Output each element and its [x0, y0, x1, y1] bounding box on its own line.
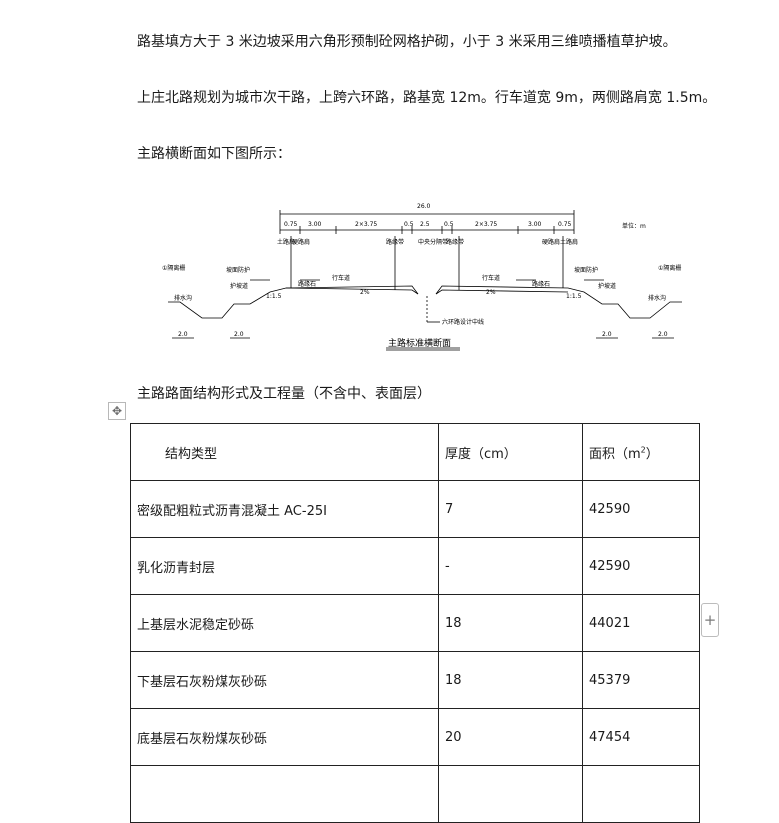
fig-strip-right: 路缘带	[446, 238, 464, 246]
cell-type[interactable]: 下基层石灰粉煤灰砂砾	[130, 651, 439, 709]
table-row: 底基层石灰粉煤灰砂砾 20 47454	[130, 708, 700, 766]
cell-area[interactable]: 42590	[582, 537, 700, 595]
fig-hard-left: 硬路肩	[292, 238, 310, 246]
fig-slope-left: 坡面防护	[226, 266, 250, 274]
fig-dim-6: 0.5	[444, 221, 454, 228]
header-area[interactable]: 面积（m2）	[582, 423, 700, 481]
fig-hard-right: 硬路肩	[542, 238, 560, 246]
cell-type[interactable]: 底基层石灰粉煤灰砂砾	[130, 708, 439, 766]
table-caption: 主路路面结构形式及工程量（不含中、表面层）	[137, 386, 431, 402]
cell-type[interactable]	[130, 765, 439, 823]
fig-dim-1: 0.75	[284, 221, 298, 228]
fig-grade-left: 2%	[360, 289, 370, 296]
table-move-handle-icon[interactable]: ✥	[108, 402, 126, 420]
fig-shoulder-left: 土路肩	[277, 238, 295, 246]
header-area-sup: 2	[640, 445, 646, 455]
fig-grade-right: 2%	[486, 289, 496, 296]
fig-lane-left: 行车道	[332, 274, 350, 282]
cell-thickness[interactable]	[438, 765, 583, 823]
fig-dim-3: 2×3.75	[355, 221, 377, 228]
fig-total-width: 26.0	[417, 203, 431, 210]
cell-area[interactable]: 47454	[582, 708, 700, 766]
table-row: 密级配粗粒式沥青混凝土 AC-25Ⅰ 7 42590	[130, 480, 700, 538]
fig-curb-left: 路缘石	[298, 280, 316, 288]
cell-thickness[interactable]: 7	[438, 480, 583, 538]
cell-type[interactable]: 上基层水泥稳定砂砾	[130, 594, 439, 652]
fig-dim-7: 2×3.75	[475, 221, 497, 228]
cell-type[interactable]: 密级配粗粒式沥青混凝土 AC-25Ⅰ	[130, 480, 439, 538]
cross-section-figure: 26.0 0.75 3.00 2×3.75 0.5 2.5 0.5 2×3.75…	[162, 203, 682, 351]
fig-dim-8: 3.00	[528, 221, 542, 228]
header-thickness[interactable]: 厚度（cm）	[438, 423, 583, 481]
header-area-close: ）	[645, 446, 659, 462]
cell-thickness[interactable]: -	[438, 537, 583, 595]
header-structure-type[interactable]: 结构类型	[130, 423, 439, 481]
cell-type[interactable]: 乳化沥青封层	[130, 537, 439, 595]
fig-median: 中央分隔带	[418, 238, 448, 246]
fig-unit-note: 单位：m	[622, 222, 646, 230]
fig-bottom-dim-4: 2.0	[658, 331, 668, 338]
fig-dim-4: 0.5	[404, 221, 414, 228]
table-row: 上基层水泥稳定砂砾 18 44021	[130, 594, 700, 652]
fig-fence-right: ①隔离栅	[658, 264, 681, 272]
table-row	[130, 765, 700, 823]
fig-ditch-left: 排水沟	[174, 294, 192, 302]
cell-thickness[interactable]: 18	[438, 594, 583, 652]
fig-dim-9: 0.75	[558, 221, 572, 228]
fig-ratio-right: 1:1.5	[566, 293, 582, 300]
table-header-row: 结构类型 厚度（cm） 面积（m2）	[130, 423, 700, 481]
fig-dim-2: 3.00	[308, 221, 322, 228]
fig-ratio-left: 1:1.5	[266, 293, 282, 300]
fig-bottom-dim-1: 2.0	[178, 331, 188, 338]
fig-dim-5: 2.5	[420, 221, 430, 228]
fig-centerline: 六环路设计中线	[442, 318, 484, 326]
fig-lane-right: 行车道	[482, 274, 500, 282]
add-column-button[interactable]: +	[701, 603, 719, 637]
cell-thickness[interactable]: 18	[438, 651, 583, 709]
fig-curb-right: 路缘石	[532, 280, 550, 288]
fig-strip-left: 路缘带	[386, 238, 404, 246]
cell-area[interactable]: 42590	[582, 480, 700, 538]
paragraph-road-width: 上庄北路规划为城市次干路，上跨六环路，路基宽 12m。行车道宽 9m，两侧路肩宽…	[137, 90, 717, 106]
fig-slope-right: 坡面防护	[574, 266, 598, 274]
table-row: 乳化沥青封层 - 42590	[130, 537, 700, 595]
pavement-structure-table: 结构类型 厚度（cm） 面积（m2） 密级配粗粒式沥青混凝土 AC-25Ⅰ 7 …	[130, 423, 700, 823]
paragraph-section-intro: 主路横断面如下图所示：	[137, 146, 291, 162]
fig-shoulder-right: 土路肩	[560, 238, 578, 246]
cell-area[interactable]	[582, 765, 700, 823]
fig-bottom-dim-2: 2.0	[234, 331, 244, 338]
fig-guard-left: 护坡道	[230, 282, 248, 290]
paragraph-slope-protection: 路基填方大于 3 米边坡采用六角形预制砼网格护砌，小于 3 米采用三维喷播植草护…	[137, 34, 677, 50]
fig-title: 主路标准横断面	[388, 337, 451, 349]
cell-area[interactable]: 45379	[582, 651, 700, 709]
header-area-text: 面积（m	[589, 446, 641, 462]
fig-fence-left: ①隔离栅	[162, 264, 185, 272]
cell-area[interactable]: 44021	[582, 594, 700, 652]
fig-ditch-right: 排水沟	[648, 294, 666, 302]
fig-guard-right: 护坡道	[598, 282, 616, 290]
fig-bottom-dim-3: 2.0	[602, 331, 612, 338]
cell-thickness[interactable]: 20	[438, 708, 583, 766]
table-row: 下基层石灰粉煤灰砂砾 18 45379	[130, 651, 700, 709]
